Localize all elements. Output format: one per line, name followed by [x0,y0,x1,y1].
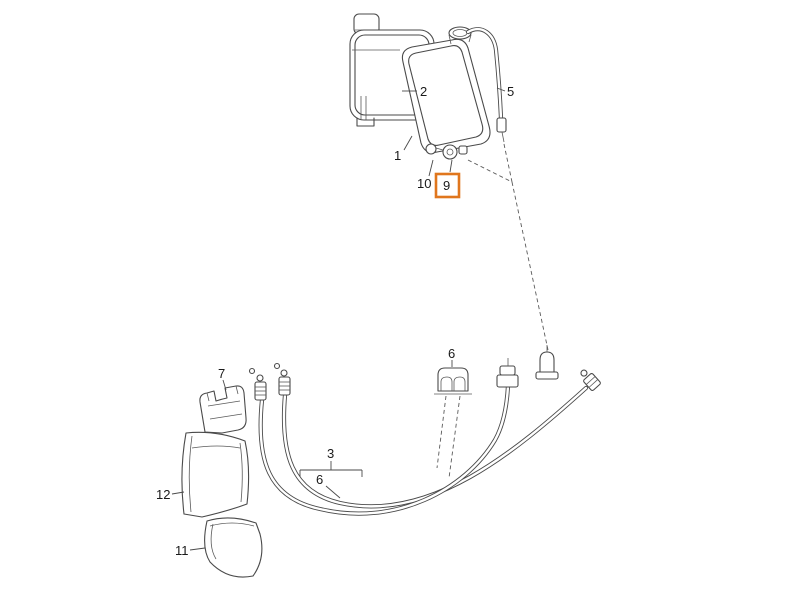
washer-hose-b [258,383,511,516]
hose-a-end-fitting [580,369,601,391]
filler-cap [448,26,472,40]
callout-6-hose[interactable]: 6 [316,472,323,487]
dashed-leader [503,143,513,183]
callout-7[interactable]: 7 [218,366,225,381]
dashed-leader [448,395,461,479]
dashed-leader [511,181,549,351]
hose-connector-left-b [248,367,267,401]
pump-nipple [458,145,468,155]
pump-large [442,144,458,160]
cover-panel-12 [181,431,250,518]
callout-12[interactable]: 12 [156,487,170,502]
callout-11[interactable]: 11 [175,543,189,558]
splash-flap-11 [204,517,263,578]
callout-2[interactable]: 2 [420,84,427,99]
callout-6-clip[interactable]: 6 [448,346,455,361]
reservoir-tank-right [401,26,491,154]
dashed-leader [436,395,447,469]
dashed-leader [467,159,513,183]
mounting-bracket-7 [199,385,247,434]
hose-clip-6 [434,367,472,395]
callout-3[interactable]: 3 [327,446,334,461]
callout-1[interactable]: 1 [394,148,401,163]
washer-pump-assembly [425,143,468,160]
hose-end-fitting [496,117,507,133]
hose-grommet [496,358,519,388]
pump-small [425,143,437,155]
callout-9-selected[interactable]: 9 [443,178,450,193]
vent-hose-5 [465,27,507,143]
retaining-clip-right [535,345,559,380]
callout-5[interactable]: 5 [507,84,514,99]
hose-group-bracket [299,461,363,477]
hose-connector-left-a [273,362,291,396]
washer-reservoir-assembly [349,13,549,351]
highlight-box [434,172,461,199]
callout-10[interactable]: 10 [417,176,431,191]
washer-hose-a [281,369,601,509]
